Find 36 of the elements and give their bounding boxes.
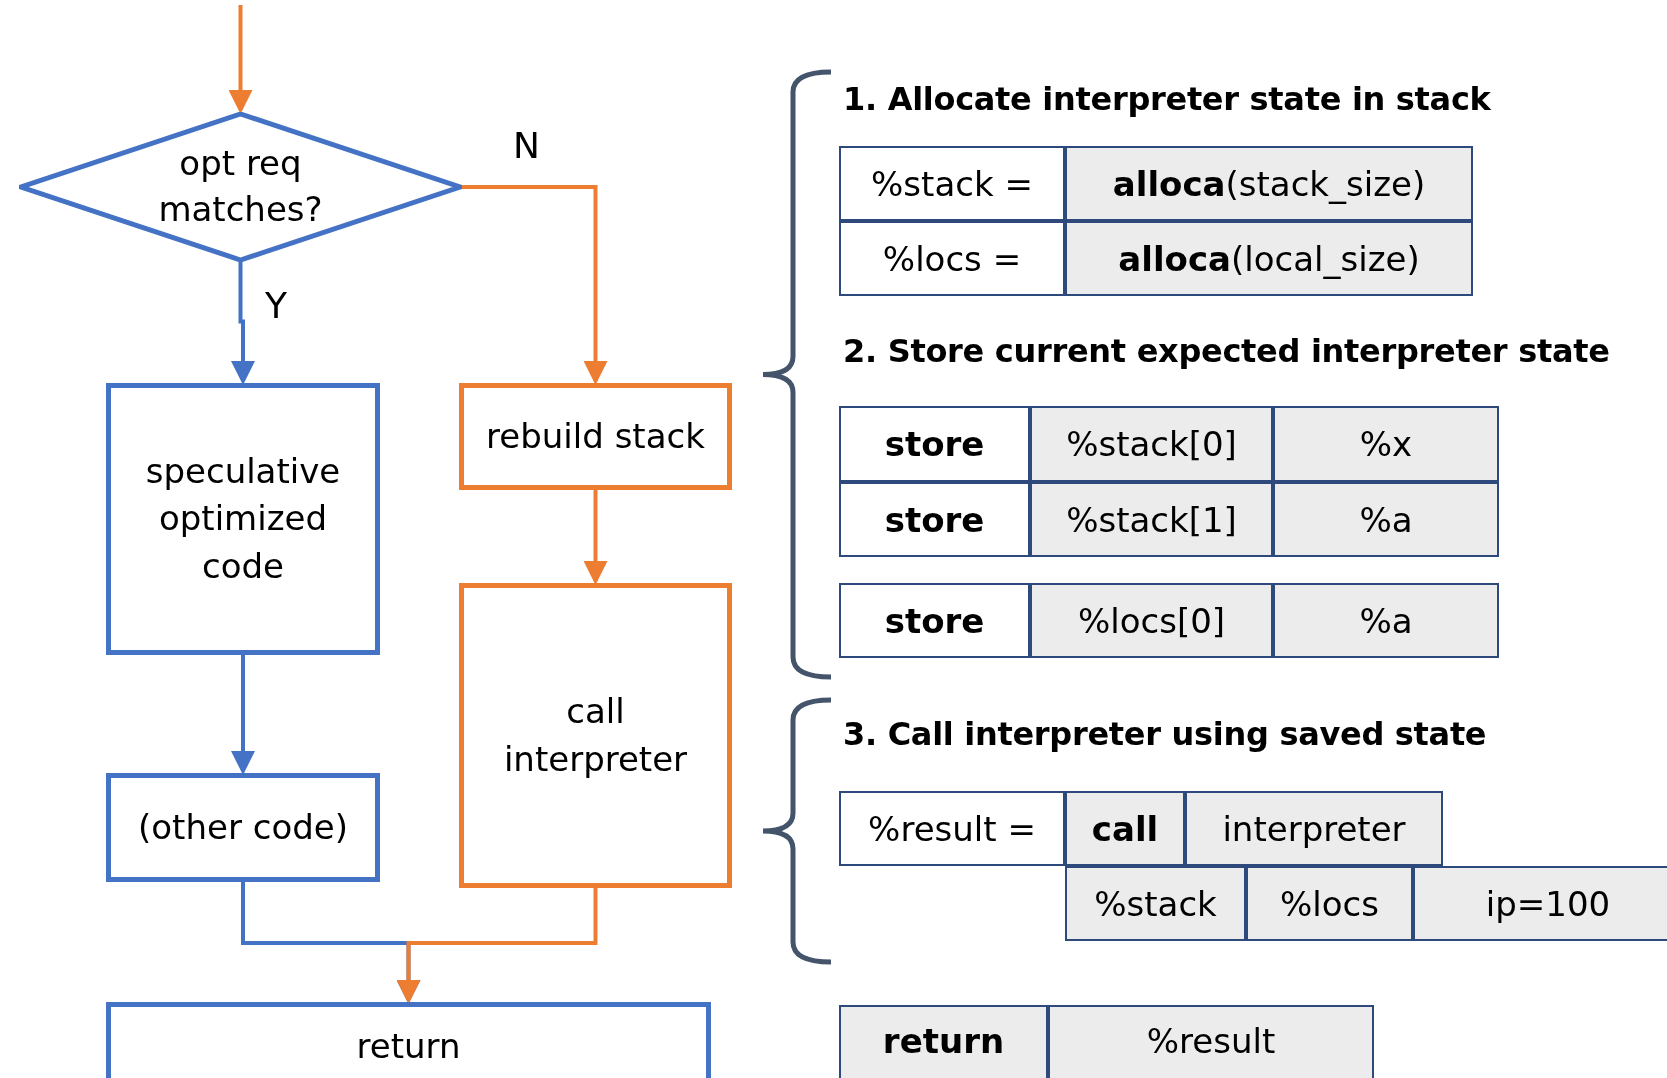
code-cell: %stack[0] xyxy=(1030,406,1273,482)
decision-label: opt req matches? xyxy=(157,142,324,231)
code-cell: call xyxy=(1065,791,1185,866)
process-box: rebuild stack xyxy=(459,383,732,490)
code-cell: %a xyxy=(1273,482,1499,557)
code-cell: %x xyxy=(1273,406,1499,482)
code-cell: %a xyxy=(1273,583,1499,658)
code-cell: %locs[0] xyxy=(1030,583,1273,658)
process-box: (other code) xyxy=(106,773,380,882)
arrow xyxy=(462,185,608,385)
arrow xyxy=(231,262,255,385)
code-cell: ip=100 xyxy=(1413,866,1667,941)
code-cell: %stack xyxy=(1065,866,1246,941)
code-cell: %stack = xyxy=(839,146,1065,221)
code-cell: store xyxy=(839,406,1030,482)
code-cell: alloca(local_size) xyxy=(1065,221,1473,296)
code-cell: alloca(stack_size) xyxy=(1065,146,1473,221)
code-cell: %result xyxy=(1048,1005,1374,1078)
arrow xyxy=(583,490,608,585)
code-cell: return xyxy=(839,1005,1048,1078)
code-cell: interpreter xyxy=(1185,791,1443,866)
process-box: return xyxy=(106,1002,711,1078)
section-heading: 2. Store current expected interpreter state xyxy=(843,332,1610,370)
arrow xyxy=(231,655,255,775)
code-cell: store xyxy=(839,583,1030,658)
code-cell: %stack[1] xyxy=(1030,482,1273,557)
process-box: call interpreter xyxy=(459,583,732,888)
arrow xyxy=(396,888,598,1004)
process-box: speculative optimized code xyxy=(106,383,380,655)
code-cell: store xyxy=(839,482,1030,557)
section-heading: 1. Allocate interpreter state in stack xyxy=(843,80,1491,118)
code-cell: %result = xyxy=(839,791,1065,866)
arrow xyxy=(228,5,253,114)
section-heading: 3. Call interpreter using saved state xyxy=(843,715,1487,753)
code-cell: %locs xyxy=(1246,866,1413,941)
code-cell: %locs = xyxy=(839,221,1065,296)
